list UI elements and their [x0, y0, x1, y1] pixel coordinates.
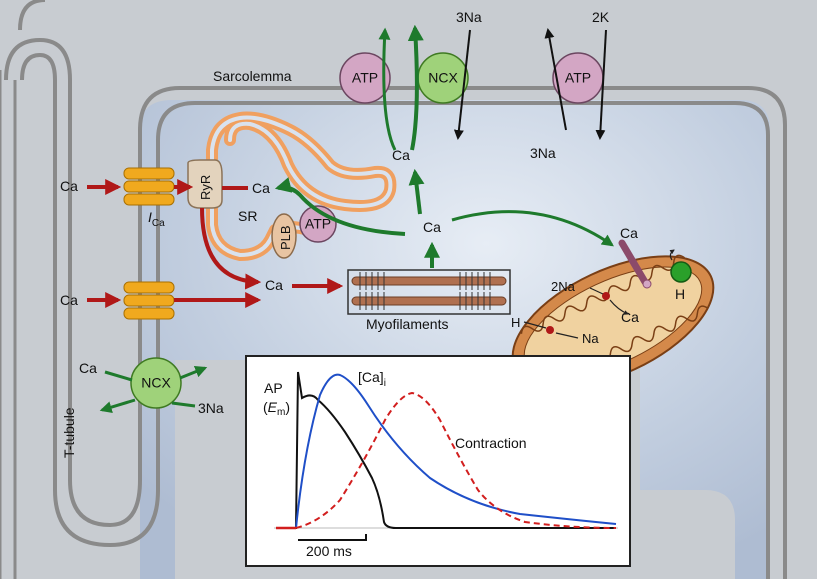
ap-label-line2: (Em)	[263, 399, 290, 418]
na-line	[555, 332, 579, 339]
ap-label-line1: AP	[264, 380, 283, 396]
ca-sr-release: Ca	[252, 180, 270, 196]
proton-pump	[670, 261, 692, 283]
ica-label: ICa	[148, 209, 165, 229]
h-line	[523, 321, 547, 329]
ca-to-mito-arrow	[451, 210, 614, 247]
ryr-to-cytosol-arrow	[200, 207, 262, 290]
sarcolemma-label: Sarcolemma	[213, 68, 292, 84]
myofilaments-label: Myofilaments	[366, 316, 448, 332]
ttubule-ncx-label: NCX	[141, 375, 171, 391]
chart-frame	[245, 355, 631, 567]
myofilaments	[347, 269, 511, 315]
sr-lumen	[210, 115, 393, 257]
sarcolemma-membrane	[0, 0, 787, 579]
ca-cytosol-hub: Ca	[423, 219, 441, 235]
three-na-top: 3Na	[456, 9, 482, 25]
ncx-na-line	[171, 401, 196, 408]
ca-ttubule: Ca	[79, 360, 97, 376]
ryr-receptor: RyR	[187, 159, 223, 209]
h-exchange-arrow	[669, 249, 675, 261]
ca-cytosol-center: Ca	[265, 277, 283, 293]
time-course-chart: AP (Em) [Ca]i Contraction 200 ms	[245, 355, 631, 567]
sarc-atp-label: ATP	[352, 70, 378, 86]
na-mito-label: Na	[582, 331, 599, 346]
sr-label: SR	[238, 208, 257, 224]
contraction-label: Contraction	[455, 435, 527, 451]
mito-ca-out-arrow	[609, 299, 629, 315]
three-na-ttubule: 3Na	[198, 400, 224, 416]
ca-i-label: [Ca]i	[358, 369, 386, 389]
ryr-label: RyR	[198, 175, 213, 200]
plb-label: PLB	[278, 225, 293, 250]
ncx-ca-in	[104, 370, 133, 382]
scale-bar-label: 200 ms	[306, 543, 352, 559]
ca-subsarcolemma: Ca	[392, 147, 410, 163]
t-tubule-label: T-tubule	[61, 407, 77, 458]
l-type-ca-channel-top	[123, 167, 175, 206]
two-na-line	[589, 287, 604, 295]
l-type-ca-channel-bottom	[123, 281, 175, 320]
series-contraction	[276, 391, 617, 529]
na-efflux-arrow	[544, 28, 567, 131]
two-na-label: 2Na	[551, 279, 576, 294]
serca-atp-label: ATP	[305, 216, 331, 232]
ca-extracellular-bottom: Ca	[60, 292, 78, 308]
mito-nah-exchanger	[546, 326, 554, 334]
k-influx-arrow	[595, 29, 607, 140]
series-ca	[295, 373, 617, 529]
sarcolemma-ncx: NCX	[417, 52, 469, 104]
mito-naca-exchanger	[602, 292, 610, 300]
ncx-na-influx-arrow	[453, 29, 471, 140]
pmca-efflux-arrow	[378, 27, 397, 151]
two-k-label: 2K	[592, 9, 610, 25]
ca-extracellular-top: Ca	[60, 178, 78, 194]
sarc-ncx-label: NCX	[428, 70, 458, 86]
cytoplasm	[140, 100, 770, 579]
nak-atp-label: ATP	[565, 70, 591, 86]
ncx-ca-efflux-arrow	[407, 24, 424, 151]
ncx-na-arrow-left	[99, 398, 136, 413]
sarcolemma-ca-atpase: ATP	[339, 52, 391, 104]
series-ap	[276, 371, 616, 529]
three-na-bottom: 3Na	[530, 145, 556, 161]
t-tubule-ncx: NCX	[130, 357, 182, 409]
ncx-ca-out-arrow	[179, 365, 208, 380]
h-cytosol-label: H	[511, 315, 520, 330]
plb-phospholamban: PLB	[271, 213, 297, 259]
ca-to-ncx-arrow	[408, 168, 425, 215]
ca-mito-entry: Ca	[620, 225, 638, 241]
uniporter-tip	[642, 279, 652, 289]
h-mito-label: H	[675, 286, 685, 302]
sr-uptake-arrow	[274, 177, 406, 236]
mito-ca-uniporter	[618, 239, 649, 286]
